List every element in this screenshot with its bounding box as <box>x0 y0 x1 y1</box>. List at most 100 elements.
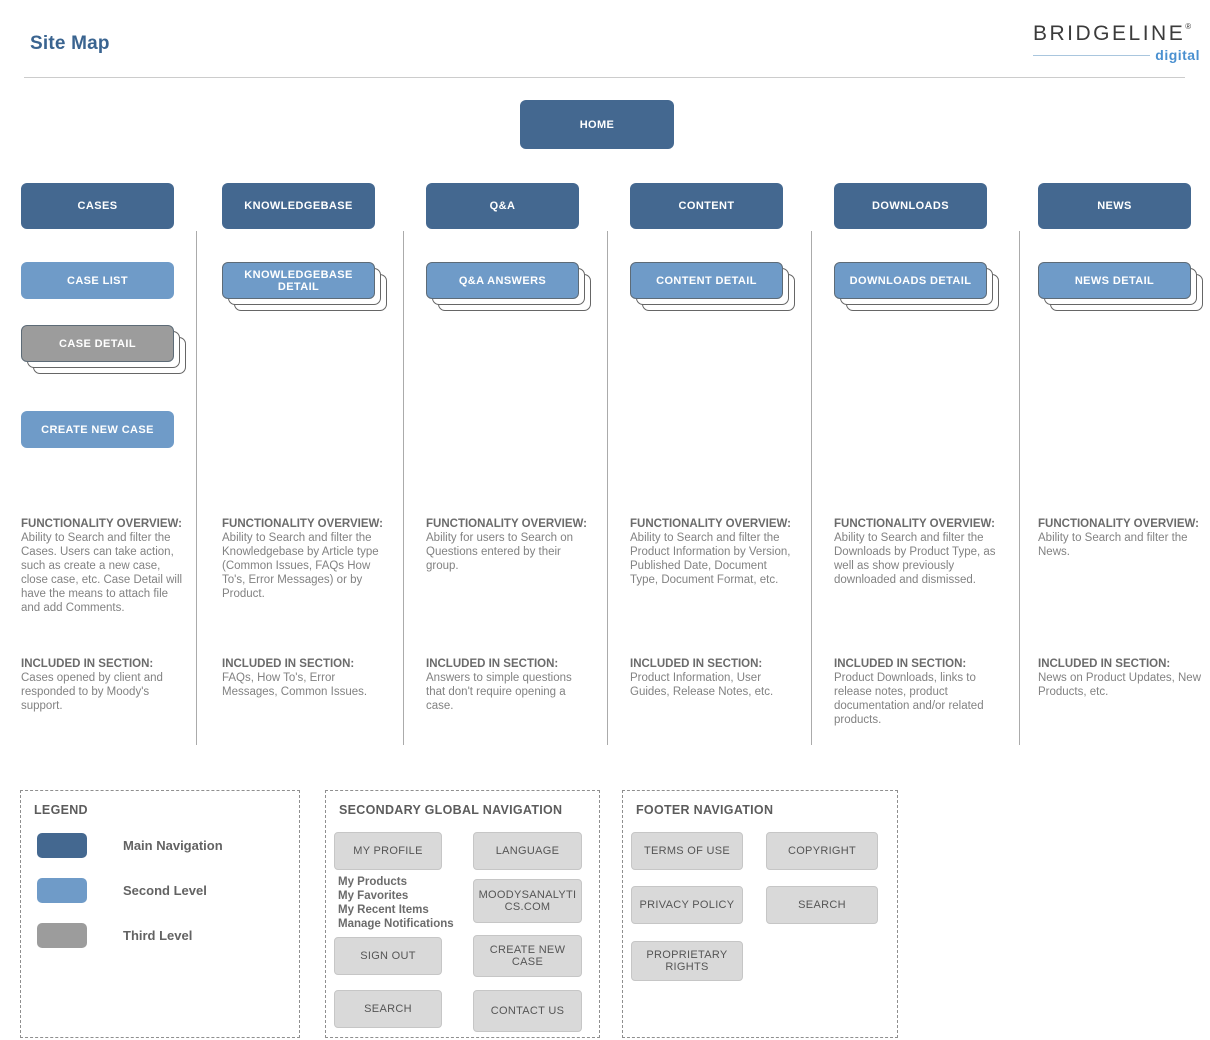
functionality-overview-body: Ability for users to Search on Questions… <box>426 532 574 572</box>
secondary-global-navigation-panel: SECONDARY GLOBAL NAVIGATION MY PROFILE L… <box>325 790 600 1038</box>
functionality-overview-knowledgebase: FUNCTIONALITY OVERVIEW: Ability to Searc… <box>222 517 386 601</box>
included-in-section-title: INCLUDED IN SECTION: <box>21 658 154 670</box>
column-divider <box>607 231 608 745</box>
node-cases[interactable]: CASES <box>21 183 174 229</box>
column-knowledgebase: KNOWLEDGEBASE KNOWLEDGEBASE DETAIL FUNCT… <box>222 183 388 745</box>
third-level-swatch <box>37 923 87 948</box>
node-knowledgebase-detail-stack: KNOWLEDGEBASE DETAIL <box>222 262 387 311</box>
functionality-overview-downloads: FUNCTIONALITY OVERVIEW: Ability to Searc… <box>834 517 998 587</box>
link-my-products[interactable]: My Products <box>338 876 408 888</box>
functionality-overview-qa: FUNCTIONALITY OVERVIEW: Ability for user… <box>426 517 590 573</box>
node-qa-answers[interactable]: Q&A ANSWERS <box>426 262 579 299</box>
legend-item-main: Main Navigation <box>37 833 223 858</box>
functionality-overview-content: FUNCTIONALITY OVERVIEW: Ability to Searc… <box>630 517 794 587</box>
contact-us-button[interactable]: CONTACT US <box>473 990 582 1032</box>
legend-panel: LEGEND Main Navigation Second Level Thir… <box>20 790 300 1038</box>
page-title: Site Map <box>30 33 110 54</box>
included-in-section-downloads: INCLUDED IN SECTION: Product Downloads, … <box>834 657 998 727</box>
functionality-overview-title: FUNCTIONALITY OVERVIEW: <box>21 518 183 530</box>
column-downloads: DOWNLOADS DOWNLOADS DETAIL FUNCTIONALITY… <box>834 183 1000 745</box>
node-downloads[interactable]: DOWNLOADS <box>834 183 987 229</box>
secondary-nav-title: SECONDARY GLOBAL NAVIGATION <box>339 803 563 817</box>
node-case-list[interactable]: CASE LIST <box>21 262 174 299</box>
node-qa-answers-stack: Q&A ANSWERS <box>426 262 591 311</box>
logo-digital-text: digital <box>1155 47 1200 63</box>
create-new-case-button[interactable]: CREATE NEW CASE <box>473 935 582 977</box>
legend-label: Main Navigation <box>123 838 223 853</box>
node-home[interactable]: HOME <box>520 100 674 149</box>
node-content[interactable]: CONTENT <box>630 183 783 229</box>
functionality-overview-body: Ability to Search and filter the Product… <box>630 532 791 586</box>
logo-text: BRIDGELINE <box>1033 22 1186 45</box>
functionality-overview-title: FUNCTIONALITY OVERVIEW: <box>426 518 588 530</box>
node-downloads-detail-stack: DOWNLOADS DETAIL <box>834 262 999 311</box>
moodysanalytics-button[interactable]: MOODYSANALYTICS.COM <box>473 879 582 923</box>
functionality-overview-title: FUNCTIONALITY OVERVIEW: <box>222 518 384 530</box>
legend-title: LEGEND <box>34 803 88 817</box>
column-qa: Q&A Q&A ANSWERS FUNCTIONALITY OVERVIEW: … <box>426 183 592 745</box>
legend-label: Third Level <box>123 928 193 943</box>
sign-out-button[interactable]: SIGN OUT <box>334 937 442 975</box>
column-divider <box>811 231 812 745</box>
functionality-overview-cases: FUNCTIONALITY OVERVIEW: Ability to Searc… <box>21 517 185 615</box>
terms-of-use-button[interactable]: TERMS OF USE <box>631 832 743 870</box>
included-in-section-title: INCLUDED IN SECTION: <box>834 658 967 670</box>
node-news[interactable]: NEWS <box>1038 183 1191 229</box>
included-in-section-body: Product Downloads, links to release note… <box>834 672 984 726</box>
second-level-swatch <box>37 878 87 903</box>
functionality-overview-body: Ability to Search and filter the Downloa… <box>834 532 996 586</box>
logo-rule <box>1033 54 1151 56</box>
footer-search-button[interactable]: SEARCH <box>766 886 878 924</box>
logo-wordmark: BRIDGELINE® <box>1033 22 1200 46</box>
node-knowledgebase-detail[interactable]: KNOWLEDGEBASE DETAIL <box>222 262 375 299</box>
column-divider <box>403 231 404 745</box>
node-case-detail-stack: CASE DETAIL <box>21 325 186 374</box>
included-in-section-title: INCLUDED IN SECTION: <box>222 658 355 670</box>
included-in-section-body: Product Information, User Guides, Releas… <box>630 672 774 698</box>
registered-mark-icon: ® <box>1185 22 1192 31</box>
legend-item-second: Second Level <box>37 878 207 903</box>
link-my-favorites[interactable]: My Favorites <box>338 890 409 902</box>
included-in-section-body: Cases opened by client and responded to … <box>21 672 163 712</box>
proprietary-rights-button[interactable]: PROPRIETARY RIGHTS <box>631 941 743 981</box>
column-divider <box>1019 231 1020 745</box>
copyright-button[interactable]: COPYRIGHT <box>766 832 878 870</box>
bridgeline-logo: BRIDGELINE® digital <box>1033 22 1200 63</box>
my-profile-button[interactable]: MY PROFILE <box>334 832 442 870</box>
search-button[interactable]: SEARCH <box>334 990 442 1028</box>
node-news-detail[interactable]: NEWS DETAIL <box>1038 262 1191 299</box>
functionality-overview-title: FUNCTIONALITY OVERVIEW: <box>1038 518 1200 530</box>
footer-nav-title: FOOTER NAVIGATION <box>636 803 774 817</box>
node-case-detail[interactable]: CASE DETAIL <box>21 325 174 362</box>
included-in-section-knowledgebase: INCLUDED IN SECTION: FAQs, How To's, Err… <box>222 657 386 699</box>
node-create-new-case[interactable]: CREATE NEW CASE <box>21 411 174 448</box>
column-cases: CASES CASE LIST CASE DETAIL CREATE NEW C… <box>21 183 187 745</box>
node-downloads-detail[interactable]: DOWNLOADS DETAIL <box>834 262 987 299</box>
functionality-overview-body: Ability to Search and filter the Cases. … <box>21 532 183 614</box>
node-content-detail[interactable]: CONTENT DETAIL <box>630 262 783 299</box>
link-my-recent-items[interactable]: My Recent Items <box>338 904 429 916</box>
legend-label: Second Level <box>123 883 207 898</box>
functionality-overview-title: FUNCTIONALITY OVERVIEW: <box>834 518 996 530</box>
functionality-overview-body: Ability to Search and filter the News. <box>1038 532 1188 558</box>
included-in-section-qa: INCLUDED IN SECTION: Answers to simple q… <box>426 657 590 713</box>
functionality-overview-body: Ability to Search and filter the Knowled… <box>222 532 379 600</box>
language-button[interactable]: LANGUAGE <box>473 832 582 870</box>
legend-item-third: Third Level <box>37 923 192 948</box>
privacy-policy-button[interactable]: PRIVACY POLICY <box>631 886 743 924</box>
link-manage-notifications[interactable]: Manage Notifications <box>338 918 454 930</box>
logo-subline: digital <box>1033 47 1200 63</box>
column-news: NEWS NEWS DETAIL FUNCTIONALITY OVERVIEW:… <box>1038 183 1204 745</box>
included-in-section-body: Answers to simple questions that don't r… <box>426 672 572 712</box>
included-in-section-title: INCLUDED IN SECTION: <box>426 658 559 670</box>
included-in-section-body: FAQs, How To's, Error Messages, Common I… <box>222 672 368 698</box>
included-in-section-news: INCLUDED IN SECTION: News on Product Upd… <box>1038 657 1202 699</box>
included-in-section-title: INCLUDED IN SECTION: <box>1038 658 1171 670</box>
column-divider <box>196 231 197 745</box>
functionality-overview-title: FUNCTIONALITY OVERVIEW: <box>630 518 792 530</box>
node-qa[interactable]: Q&A <box>426 183 579 229</box>
column-content: CONTENT CONTENT DETAIL FUNCTIONALITY OVE… <box>630 183 796 745</box>
node-knowledgebase[interactable]: KNOWLEDGEBASE <box>222 183 375 229</box>
included-in-section-content: INCLUDED IN SECTION: Product Information… <box>630 657 794 699</box>
